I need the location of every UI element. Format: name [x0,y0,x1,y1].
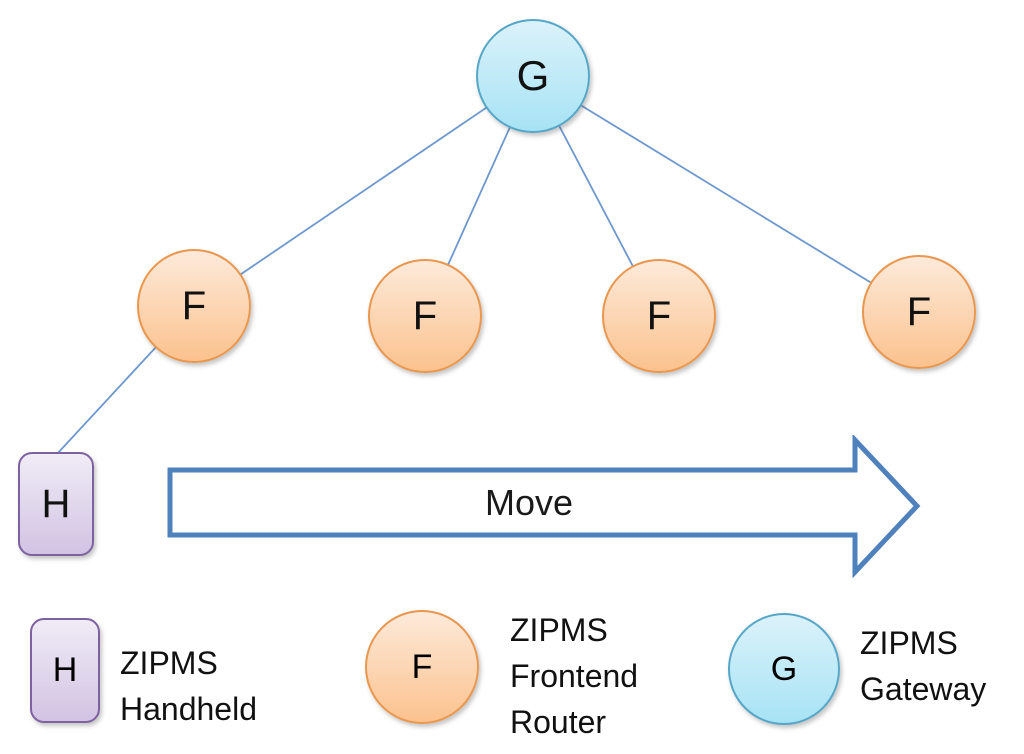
handheld-node: H [18,452,94,556]
frontend-router-node-3: F [602,259,716,373]
frontend-router-label-1: F [181,283,207,328]
frontend-router-label-3: F [646,293,672,338]
move-arrow: Move [165,435,925,580]
legend-frontend-symbol-label: F [411,647,433,686]
legend-handheld-line-1: ZIPMS [120,645,218,681]
legend-handheld-symbol-label: H [52,651,78,689]
frontend-router-node-4: F [862,255,976,369]
legend-frontend-line-2: Frontend [510,658,639,694]
legend-gateway-line-2: Gateway [860,671,987,707]
legend-frontend-line-1: ZIPMS [510,612,608,648]
frontend-router-node-2: F [368,259,482,373]
connector-gateway-f1 [193,75,534,307]
legend-gateway-symbol-label: G [770,649,798,688]
legend-frontend-text: ZIPMS Frontend Router [510,607,638,745]
right-block-arrow-shape [167,435,921,579]
frontend-router-label-4: F [906,289,932,334]
gateway-node-label: G [516,52,550,99]
legend-gateway-symbol: G [728,613,840,725]
legend-frontend-symbol: F [365,610,479,724]
frontend-router-label-2: F [412,293,438,338]
legend-handheld-text: ZIPMS Handheld [120,640,257,732]
legend-handheld-symbol: H [30,618,100,723]
legend-handheld-line-2: Handheld [120,691,257,727]
legend-gateway-text: ZIPMS Gateway [860,620,986,712]
move-arrow-label: Move [484,482,574,523]
connector-gateway-f4 [532,75,920,313]
legend-frontend-line-3: Router [510,704,607,740]
frontend-router-node-1: F [137,249,251,363]
legend-gateway-line-1: ZIPMS [860,625,958,661]
handheld-node-label: H [41,481,71,526]
gateway-node: G [476,19,590,133]
